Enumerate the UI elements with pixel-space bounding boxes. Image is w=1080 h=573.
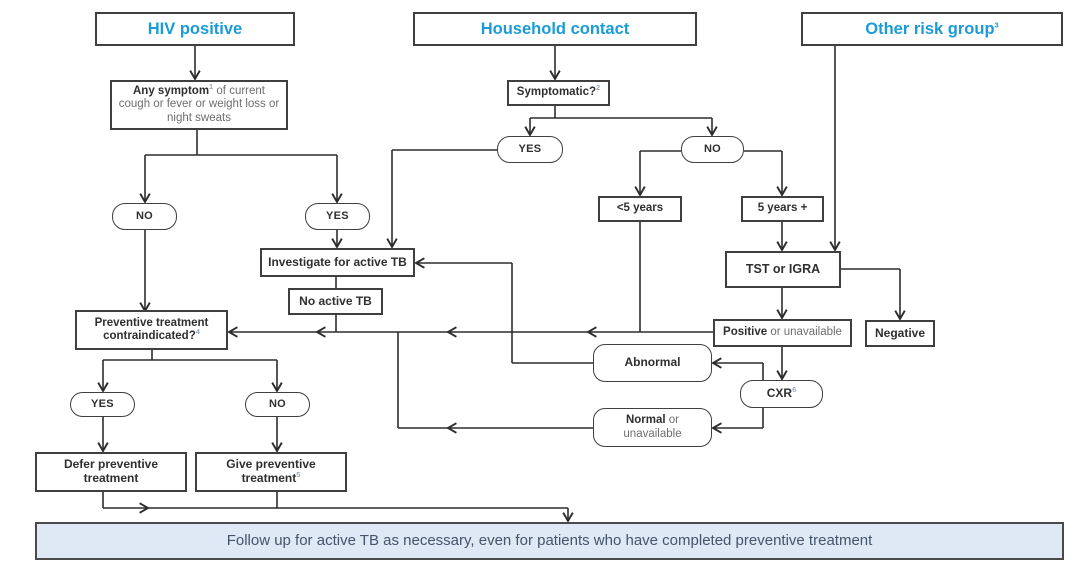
symptomatic-no-label: NO — [703, 143, 722, 156]
footnote-1: 1 — [209, 82, 214, 92]
positive-unavailable-node: Positive or unavailable — [713, 319, 852, 347]
symptomatic-yes-label: YES — [518, 143, 542, 156]
contraindicated-no-node: NO — [245, 392, 310, 417]
footnote-5: 5 — [296, 470, 301, 479]
5-years-plus-node: 5 years + — [741, 196, 824, 222]
hiv-positive-header: HIV positive — [95, 12, 295, 46]
defer-line1: Defer preventive — [63, 457, 159, 472]
under-5-years-label: <5 years — [616, 202, 664, 215]
contraindicated-no-label: NO — [268, 398, 287, 411]
symptomatic-no-node: NO — [681, 136, 744, 163]
followup-label: Follow up for active TB as necessary, ev… — [226, 532, 873, 550]
any-symptom-rest: of current cough or fever or weight loss… — [118, 85, 280, 124]
defer-line2: treatment — [83, 471, 139, 485]
any-symptom-node: Any symptom1 of current cough or fever o… — [110, 80, 288, 130]
no-active-tb-label: No active TB — [299, 293, 372, 308]
hiv-symptom-yes-label: YES — [326, 210, 349, 223]
no-active-tb-node: No active TB — [288, 288, 383, 315]
tst-igra-label: TST or IGRA — [745, 262, 821, 277]
abnormal-label: Abnormal — [624, 355, 681, 370]
symptomatic-yes-node: YES — [497, 136, 563, 163]
household-contact-header: Household contact — [413, 12, 697, 46]
normal-line2-label: unavailable — [623, 427, 682, 440]
footnote-4: 4 — [195, 327, 200, 337]
other-risk-group-label: Other risk group — [865, 19, 995, 38]
normal-rest-label: or — [665, 414, 680, 427]
hiv-positive-label: HIV positive — [147, 19, 243, 38]
contraindicated-line2: contraindicated? — [103, 330, 196, 342]
give-line2: treatment — [241, 471, 297, 485]
tst-igra-node: TST or IGRA — [725, 251, 841, 288]
abnormal-node: Abnormal — [593, 344, 712, 382]
normal-label: Normal — [625, 414, 666, 427]
give-line1: Give preventive — [226, 457, 316, 472]
contraindicated-line1: Preventive treatment — [94, 316, 209, 329]
investigate-label: Investigate for active TB — [268, 254, 407, 269]
cxr-label: CXR — [766, 386, 793, 401]
hiv-symptom-no-label: NO — [135, 210, 154, 223]
other-risk-group-header: Other risk group3 — [801, 12, 1063, 46]
footnote-2: 2 — [596, 83, 601, 93]
any-symptom-bold: Any symptom — [133, 85, 210, 98]
cxr-node: CXR6 — [740, 380, 823, 408]
5-years-plus-label: 5 years + — [757, 202, 808, 215]
hiv-symptom-yes-node: YES — [305, 203, 370, 230]
household-contact-label: Household contact — [480, 19, 630, 38]
negative-label: Negative — [874, 325, 926, 340]
under-5-years-node: <5 years — [598, 196, 682, 222]
footnote-6: 6 — [792, 385, 797, 395]
contraindicated-yes-node: YES — [70, 392, 135, 417]
negative-node: Negative — [865, 320, 935, 347]
positive-rest-label: or unavailable — [767, 326, 842, 339]
positive-label: Positive — [723, 326, 768, 339]
investigate-active-tb-node: Investigate for active TB — [260, 248, 415, 277]
hiv-symptom-no-node: NO — [112, 203, 177, 230]
contraindicated-yes-label: YES — [91, 398, 114, 411]
followup-banner: Follow up for active TB as necessary, ev… — [35, 522, 1064, 560]
footnote-3: 3 — [994, 20, 999, 30]
symptomatic-node: Symptomatic?2 — [507, 80, 610, 106]
symptomatic-label: Symptomatic? — [516, 86, 597, 99]
